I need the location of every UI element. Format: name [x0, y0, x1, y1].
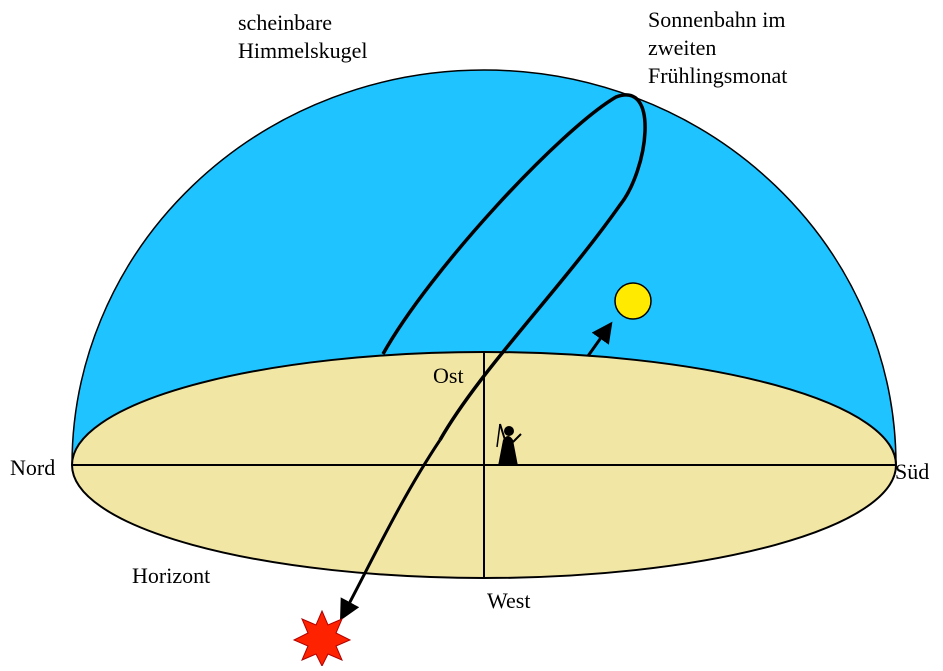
- sun-direction-arrow: [586, 321, 613, 357]
- east-label: Ost: [433, 363, 464, 388]
- sun-icon: [614, 282, 652, 320]
- horizon-label: Horizont: [132, 563, 210, 588]
- west-label: West: [487, 588, 530, 613]
- path-label-line-3: Frühlingsmonat: [648, 63, 787, 88]
- path-label-line-1: Sonnenbahn im: [648, 7, 786, 32]
- north-label: Nord: [10, 455, 55, 480]
- observer-figure-icon: [496, 423, 522, 466]
- path-label-line-2: zweiten: [648, 35, 716, 60]
- sphere-label-line-1: scheinbare: [238, 10, 332, 35]
- sun-path-arrow: [340, 439, 442, 621]
- sphere-label-line-2: Himmelskugel: [238, 38, 368, 63]
- sun-path-arc: [381, 93, 647, 441]
- south-label: Süd: [895, 459, 929, 484]
- sunset-burst-icon: [292, 609, 352, 668]
